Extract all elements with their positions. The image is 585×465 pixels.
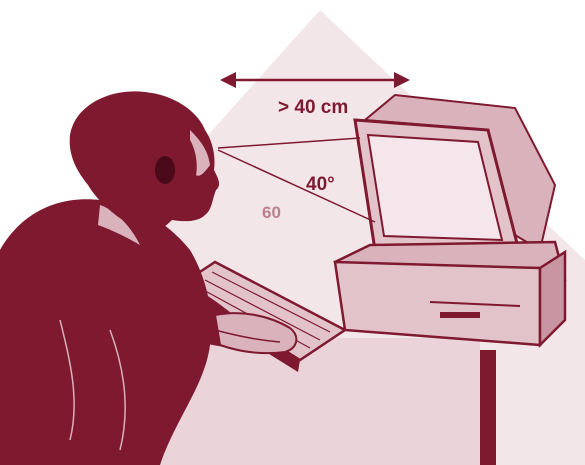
computer-base (335, 242, 565, 345)
desk-panel-edge (480, 350, 496, 465)
gaze-angle-label: 60 (262, 203, 281, 222)
monitor (355, 95, 555, 255)
angle-label: 40° (306, 174, 335, 195)
distance-label: > 40 cm (278, 97, 348, 118)
